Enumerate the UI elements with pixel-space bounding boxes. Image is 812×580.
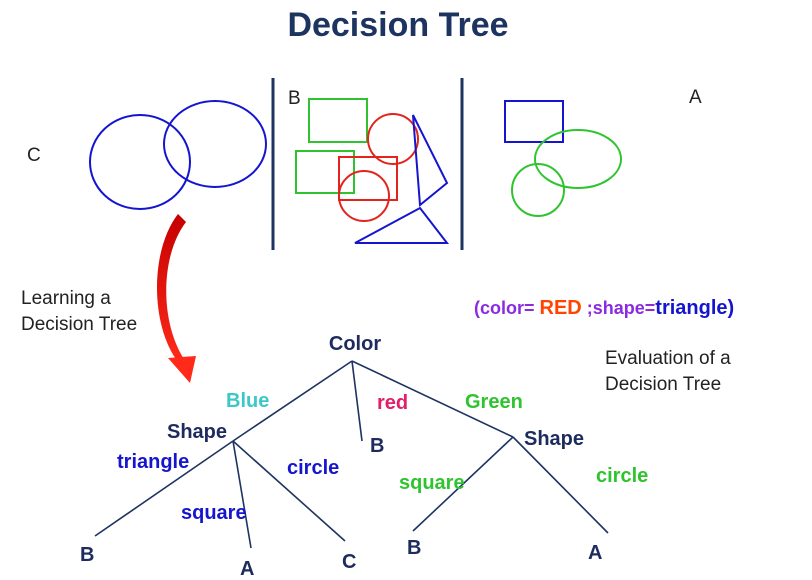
tree-edge bbox=[232, 440, 252, 549]
edge-label-square-right: square bbox=[399, 472, 465, 494]
leaf-square-right: B bbox=[407, 537, 421, 559]
set-c-shapes bbox=[89, 100, 267, 210]
red-square-shape bbox=[338, 156, 398, 201]
query-text: (color= RED ;shape=triangle) bbox=[474, 297, 734, 319]
tree-root-color: Color bbox=[329, 333, 381, 355]
tree-edge bbox=[351, 360, 514, 438]
learning-label-line1: Learning a bbox=[21, 288, 111, 309]
tree-edge bbox=[232, 360, 353, 442]
leaf-square-left: A bbox=[240, 558, 254, 580]
tree-edge bbox=[412, 436, 514, 532]
blue-circle-shape bbox=[89, 114, 191, 210]
evaluation-label-line2: Decision Tree bbox=[605, 374, 721, 395]
blue-circle-shape bbox=[163, 100, 267, 188]
learning-label-line2: Decision Tree bbox=[21, 314, 137, 335]
edge-label-circle-right: circle bbox=[596, 465, 648, 487]
evaluation-label-line1: Evaluation of a bbox=[605, 348, 731, 369]
query-shape-key: ;shape= bbox=[582, 298, 656, 318]
blue-triangle-shape bbox=[412, 114, 449, 207]
edge-label-green: Green bbox=[465, 391, 523, 413]
red-circle-shape bbox=[338, 170, 390, 222]
green-circle-shape bbox=[511, 163, 565, 217]
green-circle-shape bbox=[534, 129, 622, 189]
learning-arrow-icon bbox=[157, 214, 196, 383]
page-title: Decision Tree bbox=[287, 6, 508, 44]
tree-edges bbox=[94, 360, 609, 549]
leaf-circle-left: C bbox=[342, 551, 356, 573]
leaf-triangle: B bbox=[80, 544, 94, 566]
tree-edge bbox=[232, 440, 346, 542]
red-circle-shape bbox=[367, 113, 419, 165]
tree-node-shape-right: Shape bbox=[524, 428, 584, 450]
query-shape-value: triangle) bbox=[655, 297, 734, 319]
edge-label-red: red bbox=[377, 392, 408, 414]
blue-square-shape bbox=[504, 100, 564, 143]
leaf-circle-right: A bbox=[588, 542, 602, 564]
tree-edge bbox=[351, 360, 363, 442]
edge-label-square-left: square bbox=[181, 502, 247, 524]
tree-edge bbox=[94, 440, 234, 537]
leaf-red: B bbox=[370, 435, 384, 457]
set-b-shapes bbox=[295, 98, 450, 244]
query-color-value: RED bbox=[540, 297, 582, 319]
tree-node-shape-left: Shape bbox=[167, 421, 227, 443]
edge-label-blue: Blue bbox=[226, 390, 269, 412]
set-a-shapes bbox=[504, 100, 622, 217]
query-color-key: (color= bbox=[474, 298, 540, 318]
blue-triangle-shape bbox=[354, 206, 450, 244]
set-c-label: C bbox=[27, 145, 41, 166]
set-b-label: B bbox=[288, 88, 301, 109]
edge-label-circle-left: circle bbox=[287, 457, 339, 479]
edge-label-triangle: triangle bbox=[117, 451, 189, 473]
set-a-label: A bbox=[689, 87, 702, 108]
green-square-shape bbox=[308, 98, 368, 143]
tree-edge bbox=[512, 436, 609, 534]
